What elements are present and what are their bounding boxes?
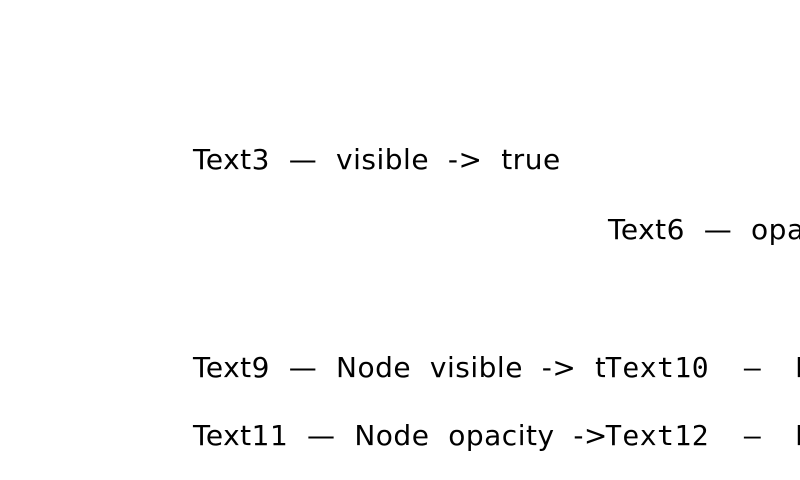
text-run-text12: Text12 — Node (605, 422, 800, 450)
text-run-text9: Text9 — Node visible -> true (193, 351, 655, 384)
text-run-text11: Text11 — Node opacity -> 0.5 (193, 419, 673, 452)
text-run-text10: Text10 — Node (605, 354, 800, 382)
text-run-text3: Text3 — visible -> true (193, 143, 561, 176)
text-run-text6: Text6 — opacity (608, 213, 800, 246)
